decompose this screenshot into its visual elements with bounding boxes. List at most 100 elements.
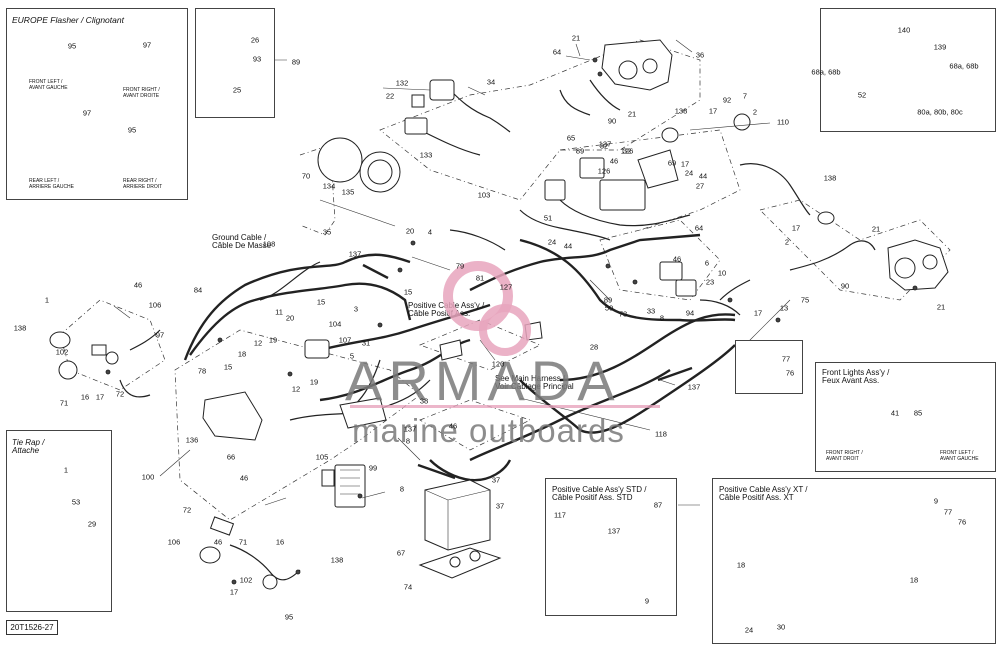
part-number-label: 46	[239, 473, 249, 483]
part-number-label: 117	[554, 510, 566, 520]
part-number-label: 132	[395, 78, 409, 88]
part-number-label: 95	[127, 125, 137, 135]
part-number-label: 106	[167, 537, 181, 547]
part-number-label: 20	[285, 313, 295, 323]
group-lines	[59, 39, 951, 521]
part-number-label: 89	[575, 146, 585, 156]
part-number-label: 76	[785, 368, 795, 378]
part-number-label: 46	[213, 537, 223, 547]
part-number-label: 16	[80, 392, 90, 402]
part-number-label: 37	[491, 475, 501, 485]
main-harness-callout: See Main Harness / Voir Câblage Principa…	[495, 374, 574, 392]
part-number-label: 76	[957, 517, 967, 527]
part-number-label: 97	[142, 40, 152, 50]
part-number-label: 50	[604, 303, 614, 313]
part-number-label: 24	[684, 168, 694, 178]
part-number-label: 94	[685, 308, 695, 318]
part-number-label: 21	[571, 33, 581, 43]
ground-cable-callout: Ground Cable / Câble De Masse	[212, 233, 272, 251]
part-number-label: 18	[736, 560, 746, 570]
part-number-label: 26	[250, 35, 260, 45]
part-number-label: 80a, 80b, 80c	[917, 107, 963, 117]
part-number-label: 105	[315, 452, 329, 462]
inset-title: Tie Rap / Attache	[12, 438, 45, 456]
inset-title: Front Lights Ass'y / Feux Avant Ass.	[822, 368, 890, 386]
part-number-label: 51	[543, 213, 553, 223]
part-number-label: 23	[705, 277, 715, 287]
part-number-label: 136	[185, 435, 199, 445]
part-number-label: 90	[840, 281, 850, 291]
part-number-label: 46	[448, 421, 458, 431]
part-number-label: 11	[275, 307, 283, 317]
positive-cable-callout: Positive Cable Ass'y / Câble Positif Ass…	[408, 301, 485, 319]
part-number-label: 135	[341, 187, 355, 197]
watermark-brand: ARMADA	[345, 349, 621, 412]
part-number-label: 37	[495, 501, 505, 511]
part-number-label: 8	[659, 313, 665, 323]
front-right-label: FRONT RIGHT / AVANT DROIT	[826, 450, 863, 462]
part-number-label: 64	[552, 47, 562, 57]
positive-cable-std-inset: Positive Cable Ass'y STD / Câble Positif…	[545, 478, 677, 616]
front-left-label: FRONT LEFT / AVANT GAUCHE	[29, 79, 68, 91]
part-number-label: 32	[599, 141, 609, 151]
part-number-label: 18	[237, 349, 247, 359]
part-number-label: 73	[618, 309, 628, 319]
part-number-label: 24	[744, 625, 754, 635]
part-number-label: 41	[890, 408, 900, 418]
part-number-label: 29	[87, 519, 97, 529]
part-number-label: 17	[680, 159, 690, 169]
part-number-label: 53	[71, 497, 81, 507]
part-number-label: 31	[361, 338, 371, 348]
part-number-label: 17	[708, 106, 718, 116]
part-number-label: 65	[566, 133, 576, 143]
part-number-label: 137	[403, 424, 417, 434]
part-number-label: 97	[155, 330, 165, 340]
rear-left-label: REAR LEFT / ARRIERE GAUCHE	[29, 178, 75, 190]
part-number-label: 15	[223, 362, 233, 372]
part-number-label: 8	[405, 436, 411, 446]
part-number-label: 12	[291, 384, 301, 394]
part-number-label: 138	[823, 173, 837, 183]
part-number-label: 15	[316, 297, 326, 307]
part-number-label: 137	[348, 249, 362, 259]
part-number-label: 75	[800, 295, 810, 305]
positive-cable-xt-inset: Positive Cable Ass'y XT / Câble Positif …	[712, 478, 996, 644]
part-number-label: 13	[779, 303, 789, 313]
part-number-label: 137	[598, 139, 612, 149]
part-number-label: 72	[182, 505, 192, 515]
part-number-label: 137	[687, 382, 701, 392]
part-number-label: 5	[349, 351, 355, 361]
part-number-label: 17	[791, 223, 801, 233]
part-number-label: 126	[597, 166, 611, 176]
part-number-label: 28	[589, 342, 599, 352]
part-number-label: 89	[291, 57, 301, 67]
part-number-label: 126	[620, 146, 634, 156]
part-number-label: 137	[607, 526, 621, 536]
part-number-label: 81	[475, 273, 485, 283]
part-number-label: 89	[603, 295, 613, 305]
part-number-label: 95	[67, 41, 77, 51]
part-number-label: 20	[405, 226, 415, 236]
part-number-label: 6	[704, 258, 710, 268]
part-number-label: 95	[284, 612, 294, 622]
part-number-label: 68a, 68b	[949, 61, 979, 71]
part-number-label: 10	[717, 268, 727, 278]
europe-flasher-inset: EUROPE Flasher / Clignotant FRONT LEFT /…	[6, 8, 188, 200]
part-number-label: 138	[674, 106, 688, 116]
part-number-label: 46	[672, 254, 682, 264]
part-number-label: 46	[133, 280, 143, 290]
part-number-label: 133	[419, 150, 433, 160]
part-number-label: 12	[253, 338, 263, 348]
part-number-label: 21	[627, 109, 637, 119]
part-number-label: 134	[322, 181, 336, 191]
part-number-label: 22	[385, 91, 395, 101]
part-number-label: 18	[909, 575, 919, 585]
part-number-label: 110	[777, 117, 789, 127]
part-number-label: 7	[742, 91, 748, 101]
part-number-label: 77	[781, 354, 791, 364]
part-number-label: 2	[784, 237, 790, 247]
part-number-label: 25	[232, 85, 242, 95]
part-number-label: 32	[622, 146, 632, 156]
part-number-label: 52	[857, 90, 867, 100]
part-number-label: 104	[328, 319, 342, 329]
